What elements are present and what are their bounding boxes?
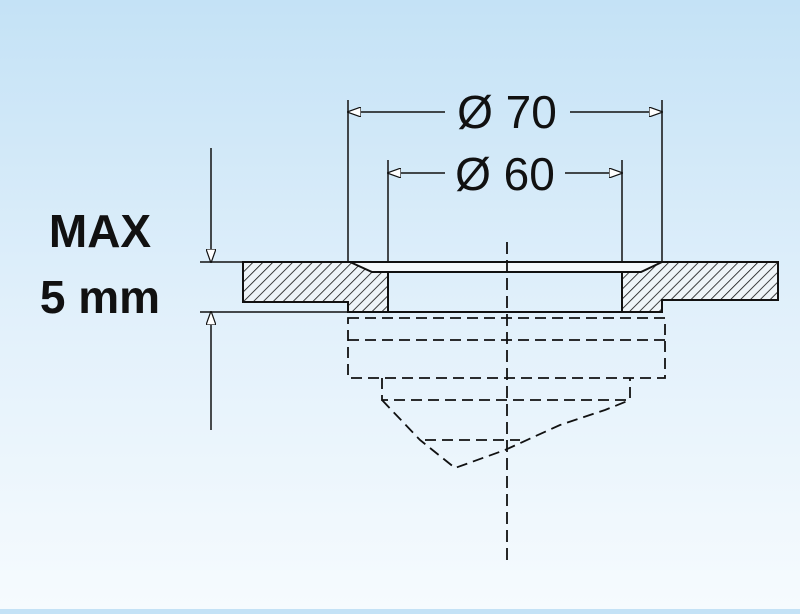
dimension-outer-diameter: Ø 70 [348,86,662,138]
ring-flange [349,261,663,313]
outer-diameter-label: Ø 70 [457,86,557,138]
max-label: MAX [49,205,152,257]
dimension-inner-diameter: Ø 60 [388,148,622,200]
thickness-value-label: 5 mm [40,271,160,323]
inner-diameter-label: Ø 60 [455,148,555,200]
ring-lip [349,261,663,273]
